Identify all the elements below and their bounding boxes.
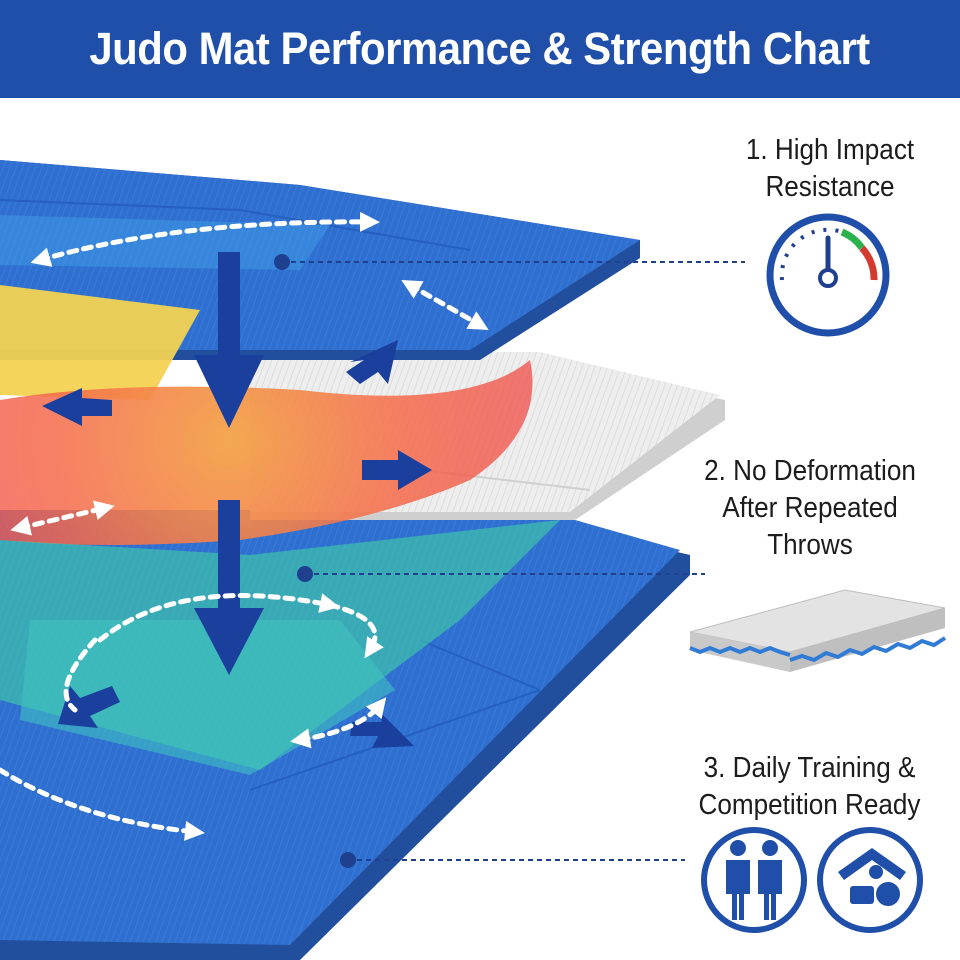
gauge-icon	[766, 213, 890, 337]
feature-line: Competition Ready	[698, 789, 921, 821]
down-arrow-lower	[194, 500, 264, 675]
leader-lines	[282, 261, 745, 861]
feature-line: After Repeated	[722, 492, 898, 524]
arrow-lower-left	[58, 686, 120, 728]
competition-throw-icon	[817, 827, 923, 933]
force-arrows	[42, 252, 432, 748]
feature-high-impact: 1. High Impact Resistance	[713, 132, 947, 206]
feature-line: 1. High Impact	[745, 134, 915, 166]
feature-no-deformation: 2. No Deformation After Repeated Throws	[689, 453, 932, 564]
page-title: Judo Mat Performance & Strength Chart	[89, 23, 871, 74]
arrow-right	[362, 450, 432, 490]
header-banner: Judo Mat Performance & Strength Chart	[0, 0, 960, 98]
arrow-left	[42, 388, 112, 426]
feature-line: 2. No Deformation	[704, 455, 916, 487]
leader-dots	[274, 254, 356, 868]
feature-line: 3. Daily Training &	[703, 752, 916, 784]
training-partners-icon	[701, 827, 807, 933]
mat-diagram	[0, 160, 947, 960]
mat-cross-section-icon	[689, 589, 947, 672]
arrow-upper-right	[346, 340, 398, 384]
down-arrow-upper	[194, 252, 264, 428]
feature-line: Resistance	[765, 171, 895, 203]
feature-training-ready: 3. Daily Training & Competition Ready	[686, 750, 934, 824]
motion-paths	[0, 211, 489, 841]
feature-line: Throws	[767, 529, 853, 561]
